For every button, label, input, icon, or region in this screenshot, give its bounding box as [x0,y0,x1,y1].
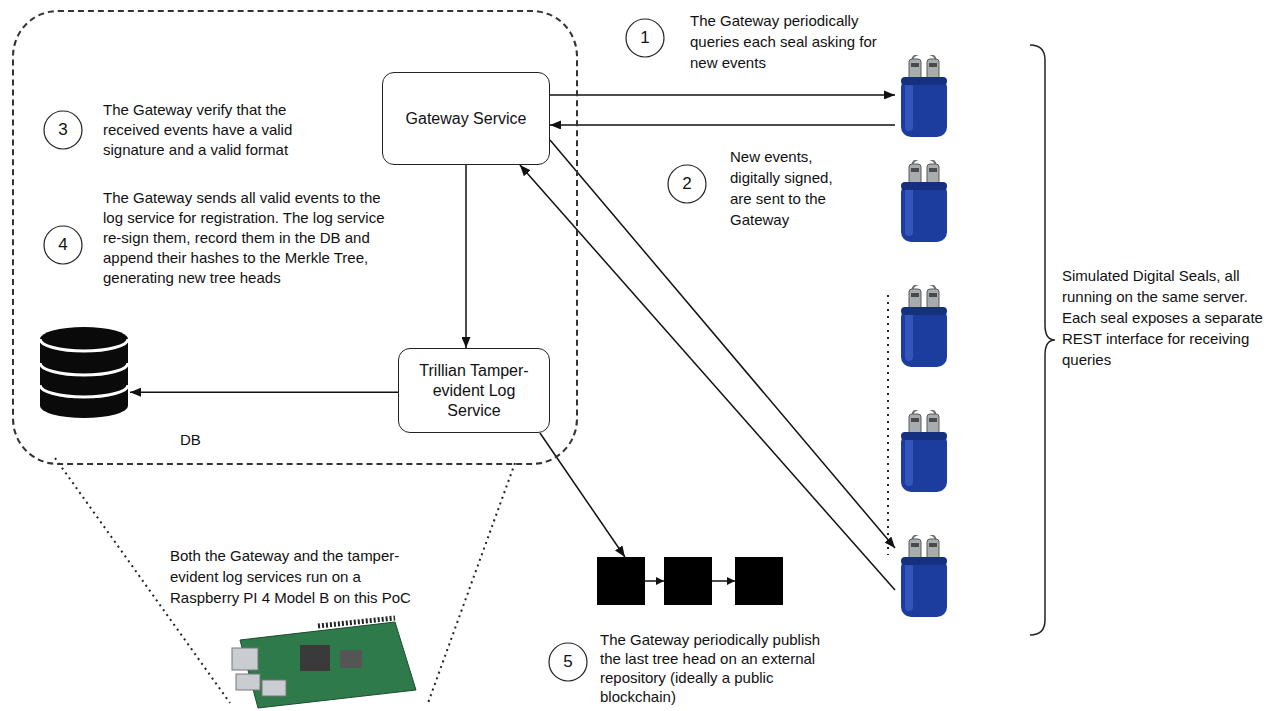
callout-circle [549,643,587,681]
step-note: New events, digitally signed, are sent t… [730,146,858,230]
step-note: Both the Gateway and the tamper-evident … [170,545,415,608]
callout-circle [626,19,664,57]
process-box: Gateway Service [382,72,550,165]
cylinder-rim [40,339,128,351]
ethernet-port [232,648,258,670]
node-text: Simulated Digital Seals, all running on … [1062,265,1265,370]
callout-circle [668,165,706,203]
seal-picture [901,409,947,493]
cylinder-band [40,363,128,375]
flow-arrow [550,124,895,126]
curly-bracket [1030,45,1055,635]
usb-port [262,680,286,696]
callout-number: 1 [626,19,664,57]
callout-circle [44,111,82,149]
database-cylinder: DB [38,325,130,420]
raspberry-pi-board [232,618,416,708]
process-box: Trillian Tamper-evident Log Service [398,348,550,433]
seal-pictures [901,54,947,618]
pcb [240,622,416,708]
flow-arrow [550,140,895,548]
blockchain: The Gateway periodically publish the las… [597,557,783,605]
seal-picture [901,534,947,618]
cylinder-body [40,327,128,418]
seal-picture [901,159,947,243]
flow-arrow [130,391,398,393]
seal-group: Simulated Digital Seals, all running on … [895,60,1265,630]
flow-arrow [465,165,467,348]
callout-number: 3 [44,111,82,149]
seal-picture [901,284,947,368]
chain-block [735,557,783,605]
usb-port [236,674,260,690]
node-text: The Gateway verify that the received eve… [103,100,338,160]
chain-link [645,580,664,582]
continuation-dots [887,295,889,555]
chip [300,645,330,671]
chain-block [597,557,645,605]
node-text: DB [180,430,220,450]
cylinder-shape [38,325,130,420]
server-region: The Gateway verify that the received eve… [12,10,578,465]
callout-number: 2 [668,165,706,203]
flow-arrow [540,433,625,557]
callout-number: 4 [44,226,82,264]
seal-picture [901,54,947,138]
step-note: The Gateway periodically queries each se… [690,10,895,73]
box-label: Trillian Tamper-evident Log Service [409,361,539,421]
chip [340,650,362,668]
cylinder-band [40,385,128,397]
node-text: The Gateway periodically publish the las… [600,630,836,706]
node-text: The Gateway sends all valid events to th… [103,188,403,288]
chain-link [712,580,735,582]
chain-shape [597,557,783,605]
box-label: Gateway Service [406,109,527,129]
flow-arrow [550,94,895,96]
gpio-header [318,618,395,626]
callout-circle [44,226,82,264]
chain-block [664,557,712,605]
callout-number: 5 [549,643,587,681]
dotted-leader [428,463,515,703]
